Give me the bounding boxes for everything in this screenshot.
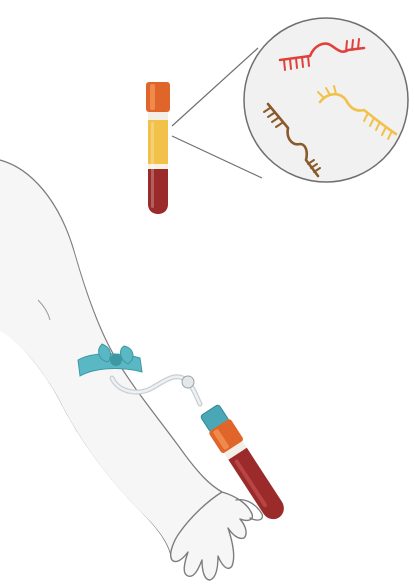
- tourniquet-knot: [110, 354, 122, 366]
- zoom-line-bottom: [172, 136, 262, 178]
- centrifuged-tube-cap-highlight: [150, 84, 155, 110]
- magnifier-circle-icon: [244, 18, 408, 182]
- tubing-connector: [182, 376, 194, 388]
- centrifuged-tube-shine: [151, 122, 154, 208]
- centrifuged-tube-label: [148, 112, 168, 120]
- centrifuged-tube-cap: [146, 82, 170, 112]
- centrifuged-tube-icon: [146, 82, 170, 214]
